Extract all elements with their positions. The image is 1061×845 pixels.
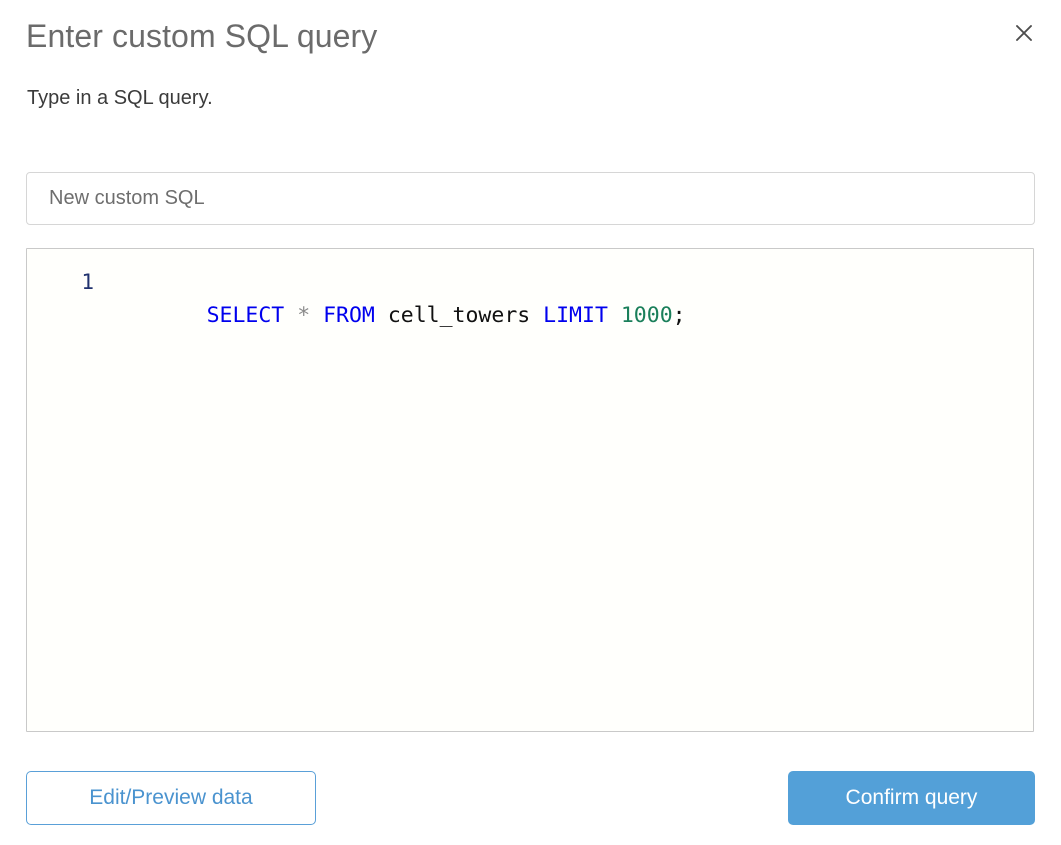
sql-code-editor[interactable]: 1 SELECT * FROM cell_towers LIMIT 1000; [26,248,1034,732]
dialog-description: Type in a SQL query. [27,87,213,109]
sql-token-star: * [297,303,311,328]
close-icon [1015,24,1033,42]
sql-token-space-1 [284,303,297,328]
sql-token-space-4 [530,303,543,328]
sql-token-space-5 [608,303,621,328]
sql-token-table-name: cell_towers [387,303,531,328]
edit-preview-data-button[interactable]: Edit/Preview data [26,771,316,825]
sql-token-limit-value: 1000 [620,303,673,328]
editor-line-number: 1 [81,270,94,294]
sql-code-line[interactable]: SELECT * FROM cell_towers LIMIT 1000; [103,249,1033,367]
close-button[interactable] [1009,18,1039,48]
sql-token-semicolon: ; [672,303,686,328]
query-name-input[interactable] [26,172,1035,225]
sql-token-limit: LIMIT [543,303,608,328]
page-title: Enter custom SQL query [26,18,378,54]
sql-token-select: SELECT [206,303,285,328]
confirm-query-button[interactable]: Confirm query [788,771,1035,825]
sql-token-space-3 [375,303,388,328]
sql-token-space-2 [310,303,323,328]
sql-token-from: FROM [323,303,375,328]
